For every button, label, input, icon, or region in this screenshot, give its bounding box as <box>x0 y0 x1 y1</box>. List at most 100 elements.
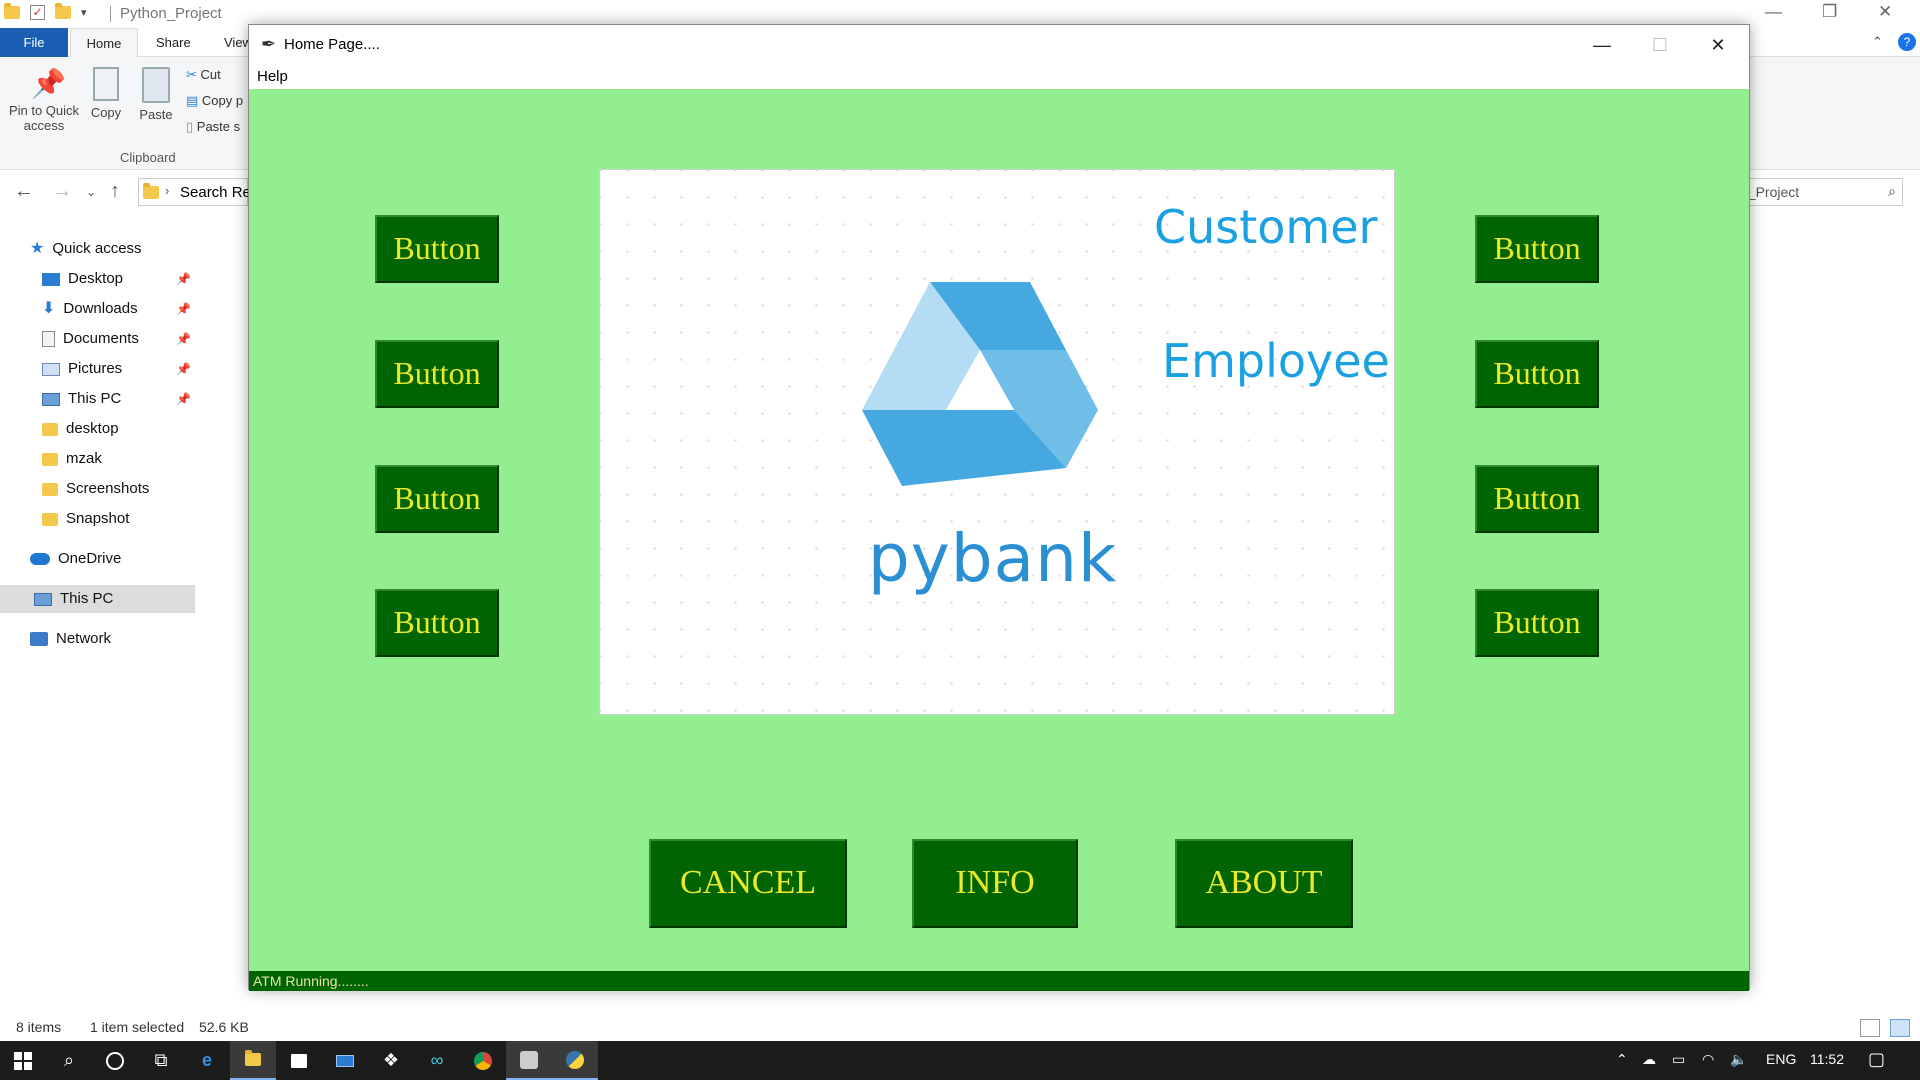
volume-icon[interactable]: 🔈 <box>1730 1051 1748 1067</box>
left-button-3[interactable]: Button <box>375 465 499 533</box>
nav-label: mzak <box>66 450 102 467</box>
dropbox-icon[interactable]: ❖ <box>382 1050 400 1070</box>
pin-icon[interactable]: 📌 <box>176 362 191 376</box>
mail-icon[interactable] <box>322 1041 368 1080</box>
explorer-minimize-icon[interactable]: — <box>1765 2 1782 21</box>
folder-icon <box>245 1050 261 1066</box>
pin-icon[interactable]: 📌 <box>176 332 191 346</box>
search-icon[interactable]: ⌕ <box>1888 183 1896 199</box>
nav-this-pc[interactable]: This PC <box>0 585 195 613</box>
info-button[interactable]: INFO <box>912 839 1078 928</box>
arduino-icon[interactable]: ∞ <box>430 1050 444 1070</box>
pin-icon: 📌 <box>31 68 66 99</box>
nav-item-screenshots[interactable]: Screenshots <box>42 475 149 503</box>
qat-dropdown-icon[interactable]: ▾ <box>81 7 87 19</box>
battery-icon[interactable]: ▭ <box>1672 1051 1686 1067</box>
copy-button[interactable]: Copy <box>86 67 126 120</box>
explorer-restore-icon[interactable]: ❐ <box>1822 2 1838 21</box>
address-input[interactable]: › <box>138 178 248 206</box>
paste-button[interactable]: Paste <box>136 67 176 122</box>
details-view-icon[interactable] <box>1860 1019 1880 1037</box>
nav-item-desktop[interactable]: Desktop 📌 <box>42 265 192 293</box>
right-button-1[interactable]: Button <box>1475 215 1599 283</box>
envelope-icon <box>336 1054 354 1067</box>
left-button-2[interactable]: Button <box>375 340 499 408</box>
nav-label: Screenshots <box>66 480 150 497</box>
cut-button[interactable]: ✂ Cut <box>186 67 221 83</box>
nav-item-documents[interactable]: Documents 📌 <box>42 325 192 353</box>
large-icons-view-icon[interactable] <box>1890 1019 1910 1037</box>
new-folder-icon[interactable] <box>55 3 71 19</box>
recent-locations-icon[interactable]: ⌄ <box>86 185 97 199</box>
help-icon[interactable]: ? <box>1898 33 1916 51</box>
nav-item-this-pc-pinned[interactable]: This PC 📌 <box>42 385 192 413</box>
feather-icon: ✒ <box>261 34 277 54</box>
tab-share[interactable]: Share <box>156 35 191 50</box>
nav-label: Pictures <box>68 360 123 377</box>
selection-size: 52.6 KB <box>199 1019 249 1035</box>
onedrive-tray-icon[interactable]: ☁ <box>1642 1051 1656 1067</box>
minimize-icon[interactable]: — <box>1593 35 1611 55</box>
file-explorer-icon[interactable] <box>230 1041 276 1080</box>
right-button-3[interactable]: Button <box>1475 465 1599 533</box>
forward-arrow-icon[interactable]: → <box>52 180 72 202</box>
cortana-ring-icon <box>106 1051 124 1070</box>
nav-item-desktop-folder[interactable]: desktop <box>42 415 119 443</box>
cortana-icon[interactable] <box>92 1041 138 1080</box>
python-app-icon[interactable] <box>552 1041 598 1080</box>
properties-icon[interactable]: ✓ <box>30 5 45 20</box>
explorer-close-icon[interactable]: ✕ <box>1878 2 1893 21</box>
up-arrow-icon[interactable]: ↑ <box>110 180 120 202</box>
paste-shortcut-icon: ▯ <box>186 119 194 134</box>
paste-shortcut-button[interactable]: ▯ Paste s <box>186 119 240 135</box>
logo-bottom-facet <box>862 410 1066 486</box>
pictures-icon <box>42 362 60 376</box>
store-icon[interactable] <box>276 1041 322 1080</box>
about-button[interactable]: ABOUT <box>1175 839 1353 928</box>
tab-home[interactable]: Home <box>70 28 138 57</box>
right-button-4[interactable]: Button <box>1475 589 1599 657</box>
start-windows-icon[interactable] <box>0 1041 46 1080</box>
maximize-icon[interactable]: ☐ <box>1651 35 1669 55</box>
chrome-icon[interactable] <box>460 1041 506 1080</box>
pin-icon[interactable]: 📌 <box>176 272 191 286</box>
clock[interactable]: 11:52 <box>1810 1051 1844 1067</box>
pin-to-quick-access-button[interactable]: 📌 Pin to Quick access <box>6 68 82 134</box>
edge-browser-icon[interactable]: e <box>201 1050 212 1070</box>
search-input[interactable]: n_Project ⌕ <box>1735 178 1903 206</box>
close-icon[interactable]: ✕ <box>1710 35 1726 55</box>
nav-item-downloads[interactable]: ⬇ Downloads 📌 <box>42 295 192 323</box>
ribbon-collapse-icon[interactable]: ⌃ <box>1872 34 1883 49</box>
nav-item-pictures[interactable]: Pictures 📌 <box>42 355 192 383</box>
folder-icon <box>4 3 20 19</box>
left-button-1[interactable]: Button <box>375 215 499 283</box>
nav-onedrive[interactable]: OneDrive <box>30 545 121 573</box>
nav-item-mzak[interactable]: mzak <box>42 445 102 473</box>
right-button-2[interactable]: Button <box>1475 340 1599 408</box>
cancel-button[interactable]: CANCEL <box>649 839 847 928</box>
menu-bar: Help <box>249 65 1749 89</box>
window-title: Home Page.... <box>284 36 380 53</box>
show-hidden-icons-icon[interactable]: ⌃ <box>1616 1051 1628 1067</box>
tab-view[interactable]: View <box>224 35 252 50</box>
search-icon[interactable]: ⌕ <box>63 1050 75 1070</box>
wifi-icon[interactable]: ◠ <box>1702 1051 1715 1067</box>
search-text: n_Project <box>1740 184 1800 200</box>
back-arrow-icon[interactable]: ← <box>14 180 34 202</box>
computer-icon <box>42 392 60 406</box>
breadcrumb-chevron-icon: › <box>165 183 170 198</box>
nav-network[interactable]: Network <box>30 625 111 653</box>
pin-icon[interactable]: 📌 <box>176 392 191 406</box>
bag-icon <box>291 1053 307 1068</box>
notifications-icon[interactable]: ▢ <box>1868 1049 1886 1069</box>
task-view-icon[interactable]: ⧉ <box>154 1050 168 1070</box>
copy-path-button[interactable]: ▤ Copy p <box>186 93 243 109</box>
language-indicator[interactable]: ENG <box>1766 1051 1797 1067</box>
nav-quick-access[interactable]: ★ Quick access <box>30 235 142 263</box>
nav-item-snapshot[interactable]: Snapshot <box>42 505 129 533</box>
menu-help[interactable]: Help <box>257 68 288 85</box>
tab-file[interactable]: File <box>0 28 68 57</box>
left-button-4[interactable]: Button <box>375 589 499 657</box>
pin-icon[interactable]: 📌 <box>176 302 191 316</box>
python-idle-icon[interactable] <box>506 1041 552 1080</box>
